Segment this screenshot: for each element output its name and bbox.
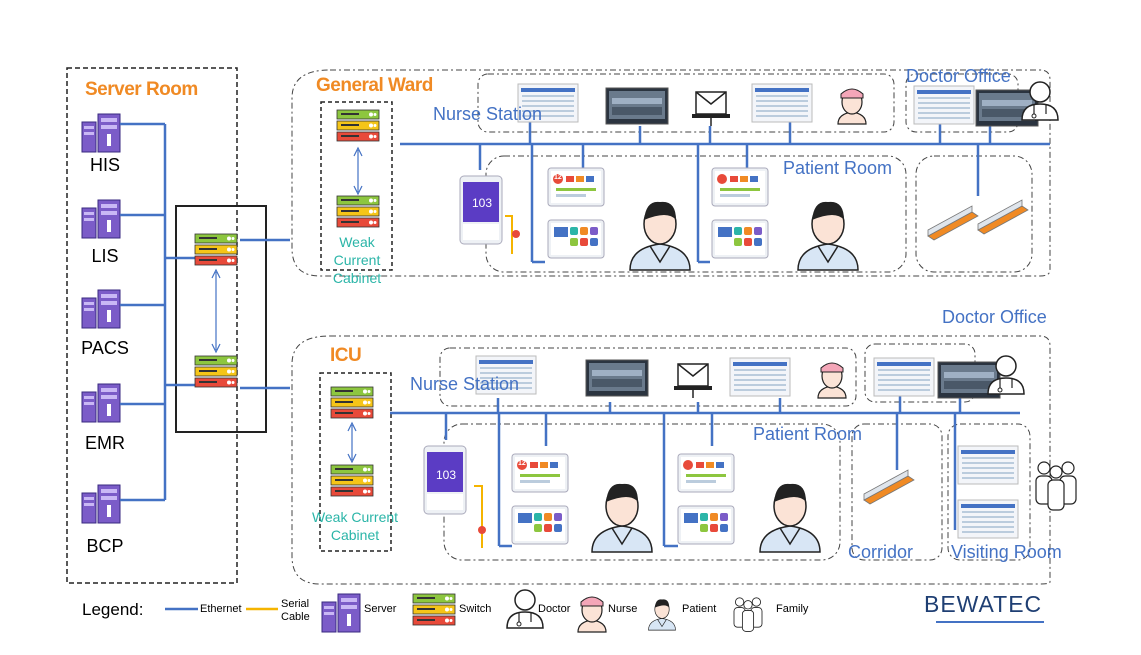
icu-nurse-station-box bbox=[439, 347, 857, 407]
icu-cabinet-label: Weak Current Cabinet bbox=[311, 509, 399, 543]
gw-patient-room-box bbox=[485, 155, 907, 273]
icu-title: ICU bbox=[330, 345, 362, 366]
legend-switch-label: Switch bbox=[459, 603, 492, 615]
legend-switch-icon bbox=[412, 593, 456, 626]
corridor-display bbox=[605, 87, 669, 125]
server-label-lis: LIS bbox=[91, 246, 119, 266]
legend-ethernet-label: Ethernet bbox=[200, 603, 242, 615]
door-sign bbox=[863, 469, 915, 505]
printer-icon bbox=[673, 363, 713, 399]
corridor-display bbox=[585, 359, 649, 397]
patient-icon bbox=[629, 201, 691, 271]
patient-icon bbox=[591, 483, 653, 553]
icu-ethernet-lines bbox=[390, 394, 1020, 548]
icu-doctor-office-box bbox=[864, 343, 976, 403]
general-ward-title: General Ward bbox=[316, 75, 433, 96]
gw-terminal-badge: 12 bbox=[554, 174, 562, 181]
patient-icon bbox=[759, 483, 821, 553]
server-ethernet-lines bbox=[120, 122, 290, 502]
server-icon bbox=[81, 289, 121, 329]
icu-doctor-office-label: Doctor Office bbox=[942, 307, 1047, 327]
visiting-room-screen bbox=[957, 445, 1019, 485]
core-switch-box bbox=[175, 205, 267, 433]
switch-icon bbox=[330, 464, 374, 497]
legend-serial-label: Serial Cable bbox=[281, 598, 310, 623]
bedside-terminal bbox=[677, 453, 735, 493]
nurse-station-screen bbox=[751, 83, 813, 123]
gw-terminal-room-number: 103 bbox=[472, 196, 493, 210]
bedside-terminal bbox=[677, 505, 735, 545]
family-icon bbox=[1035, 461, 1077, 511]
legend-nurse-label: Nurse bbox=[608, 603, 638, 615]
server-label-pacs: PACS bbox=[81, 338, 129, 358]
bedside-terminal bbox=[711, 219, 769, 259]
legend-patient-icon bbox=[648, 599, 676, 631]
icu-terminal-badge: 12 bbox=[518, 460, 526, 467]
icu-nurse-station-label: Nurse Station bbox=[410, 374, 520, 394]
nurse-station-screen bbox=[729, 357, 791, 397]
switch-icon bbox=[336, 195, 380, 228]
server-icon bbox=[81, 383, 121, 423]
legend-title: Legend: bbox=[82, 600, 144, 619]
legend-patient-label: Patient bbox=[682, 603, 717, 615]
legend-server-icon bbox=[321, 593, 361, 633]
switch-icon bbox=[194, 233, 238, 266]
doctor-office-screen bbox=[913, 85, 975, 125]
legend-family-label: Family bbox=[776, 603, 809, 615]
gw-cabinet-label: Weak Current Cabinet bbox=[332, 234, 382, 286]
gw-corridor-box bbox=[915, 155, 1033, 273]
icu-terminal-room-number: 103 bbox=[436, 468, 457, 482]
bedside-terminal bbox=[547, 219, 605, 259]
switch-icon bbox=[194, 355, 238, 388]
icu-visiting-room-box bbox=[947, 423, 1031, 561]
general-ward-boundary bbox=[291, 69, 1051, 277]
server-icon bbox=[81, 199, 121, 239]
legend-family-icon bbox=[733, 597, 763, 632]
icu-visiting-room-label: Visiting Room bbox=[951, 542, 1062, 562]
legend-doctor-label: Doctor bbox=[538, 603, 571, 615]
icu-corridor-label: Corridor bbox=[848, 542, 914, 562]
door-sign bbox=[927, 205, 979, 241]
bedside-terminal bbox=[711, 167, 769, 207]
nurse-icon bbox=[837, 88, 867, 125]
bedside-terminal bbox=[511, 505, 569, 545]
server-label-his: HIS bbox=[89, 155, 120, 175]
server-room-title: Server Room bbox=[85, 79, 198, 100]
visiting-room-screen bbox=[957, 499, 1019, 539]
server-label-emr: EMR bbox=[85, 433, 125, 453]
gw-nurse-station-box bbox=[477, 73, 895, 133]
server-label-bcp: BCP bbox=[86, 536, 124, 556]
legend-server-label: Server bbox=[364, 603, 397, 615]
door-sign bbox=[977, 199, 1029, 235]
server-room-box bbox=[66, 67, 238, 584]
server-icon bbox=[81, 113, 121, 153]
icu-patient-room-label: Patient Room bbox=[753, 424, 863, 444]
switch-icon bbox=[336, 109, 380, 142]
gw-ethernet-lines bbox=[400, 118, 1050, 264]
doctor-office-screen bbox=[873, 357, 935, 397]
pillow-speaker bbox=[459, 175, 503, 245]
icu-cabinet-box bbox=[319, 372, 392, 552]
patient-icon bbox=[797, 201, 859, 271]
switch-icon bbox=[330, 386, 374, 419]
legend-nurse-icon bbox=[577, 596, 607, 633]
gw-doctor-office-label: Doctor Office bbox=[906, 66, 1011, 86]
gw-cabinet-box bbox=[320, 101, 393, 271]
gw-nurse-station-label: Nurse Station bbox=[433, 104, 543, 124]
brand-logo: BEWATEC bbox=[924, 591, 1043, 617]
server-icon bbox=[81, 484, 121, 524]
gw-patient-room-label: Patient Room bbox=[783, 158, 893, 178]
printer-icon bbox=[691, 91, 731, 127]
nurse-icon bbox=[817, 362, 847, 399]
